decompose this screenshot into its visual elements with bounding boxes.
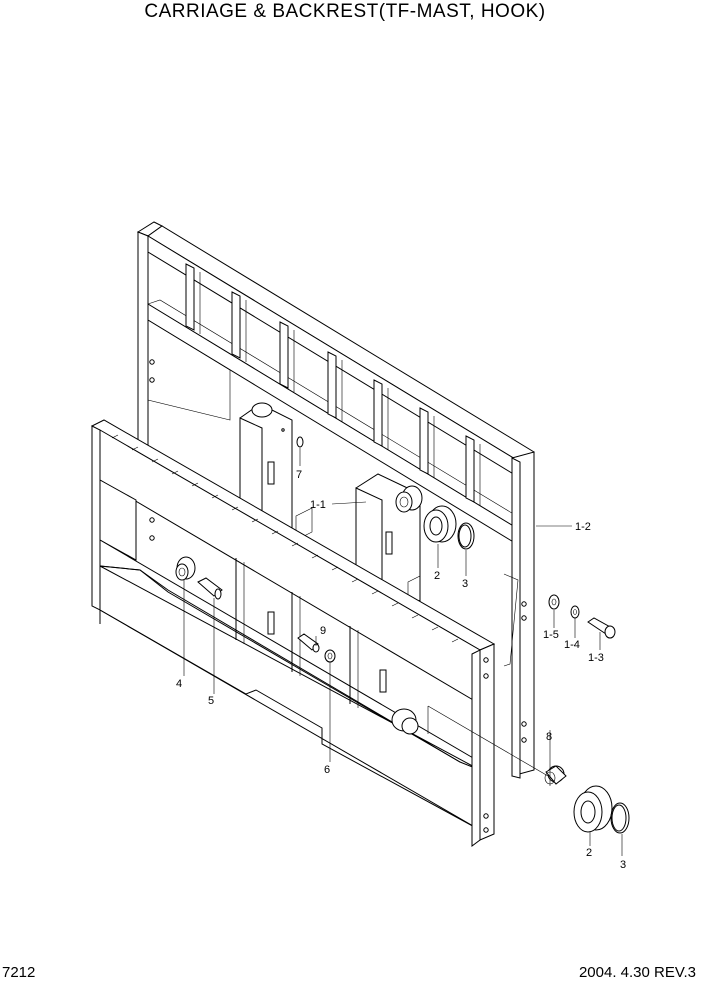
- callout-3-upper: 3: [462, 578, 468, 590]
- part-8-bush: [544, 765, 567, 785]
- callout-1-4: 1-4: [564, 639, 580, 651]
- part-3-snap-ring-lower: [610, 802, 630, 834]
- carriage-bushing: [391, 705, 549, 777]
- callout-2-upper: 2: [434, 570, 440, 582]
- backrest-bars: [185, 263, 481, 506]
- carriage-frame: [90, 419, 549, 847]
- part-7-grease-nipple: [281, 428, 304, 448]
- part-6-nut: [324, 649, 336, 663]
- part-1-4-lock-washer: [570, 605, 580, 619]
- part-2-bearing-lower: [573, 785, 613, 833]
- callout-4: 4: [176, 678, 182, 690]
- part-5-bolt: [197, 577, 223, 600]
- page-title: CARRIAGE & BACKREST(TF-MAST, HOOK): [144, 1, 546, 22]
- callout-1-2: 1-2: [575, 521, 591, 533]
- callout-8: 8: [546, 731, 552, 743]
- leader-lines: [183, 448, 623, 856]
- callout-2-lower: 2: [586, 847, 592, 859]
- callout-3-lower: 3: [620, 859, 626, 871]
- callout-labels: 7 1-1 1-2 2 3 1-5 1-4 1-3 9 4 5 6 8 2 3: [176, 469, 626, 871]
- part-9-bolt: [297, 633, 320, 653]
- part-1-3-bolt: [587, 617, 616, 639]
- part-4-side-roller: [175, 556, 196, 581]
- carriage-hook-teeth: [111, 434, 459, 643]
- page-number: 7212: [2, 964, 36, 981]
- callout-1-5: 1-5: [543, 629, 559, 641]
- callout-5: 5: [208, 695, 214, 707]
- callout-9: 9: [320, 625, 326, 637]
- callout-1-1: 1-1: [310, 499, 326, 511]
- callout-1-3: 1-3: [588, 652, 604, 664]
- part-2-bearing-upper: [423, 505, 457, 543]
- callout-7: 7: [296, 469, 302, 481]
- backrest-frame: [136, 221, 535, 779]
- bracket-bushing: [395, 485, 423, 513]
- part-1-5-washer: [548, 594, 560, 610]
- part-3-snap-ring-upper: [457, 522, 475, 550]
- callout-6: 6: [324, 764, 330, 776]
- revision-date: 2004. 4.30 REV.3: [578, 964, 696, 981]
